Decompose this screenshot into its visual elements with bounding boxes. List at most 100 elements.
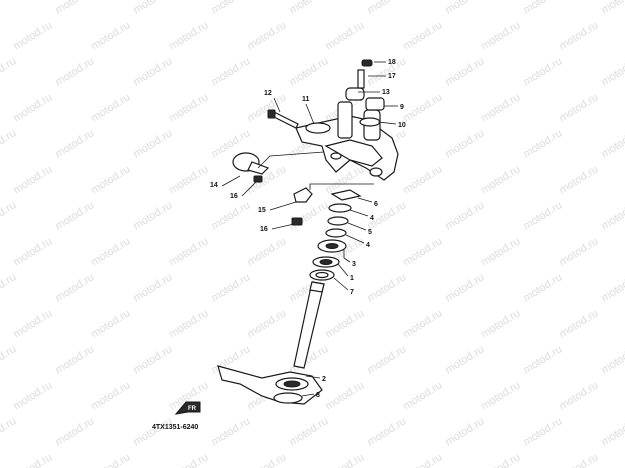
watermark-text: motod.ru (479, 91, 522, 124)
callout-17: 17 (388, 73, 396, 80)
watermark-text: motod.ru (131, 415, 174, 448)
watermark-text: motod.ru (245, 307, 288, 340)
watermark-text: motod.ru (479, 19, 522, 52)
watermark-text: motod.ru (557, 235, 600, 268)
watermark-text: motod.ru (443, 0, 486, 17)
watermark-text: motod.ru (11, 163, 54, 196)
watermark-text: motod.ru (53, 343, 96, 376)
watermark-text: motod.ru (443, 415, 486, 448)
watermark-text: motod.ru (89, 19, 132, 52)
watermark-text: motod.ru (599, 415, 625, 448)
watermark-text: motod.ru (209, 0, 252, 17)
watermark-text: motod.ru (323, 19, 366, 52)
watermark-text: motod.ru (287, 55, 330, 88)
watermark-text: motod.ru (521, 0, 564, 17)
watermark-text: motod.ru (287, 415, 330, 448)
watermark-text: motod.ru (401, 451, 444, 468)
watermark-text: motod.ru (11, 451, 54, 468)
watermark-text: motod.ru (443, 271, 486, 304)
callout-labels: 18 17 13 9 10 12 11 14 16 15 16 6 4 5 4 … (210, 59, 406, 399)
watermark-text: motod.ru (209, 199, 252, 232)
clip-15 (293, 187, 313, 203)
callout-1: 1 (350, 275, 354, 282)
callout-16-lower: 16 (260, 226, 268, 233)
watermark-text: motod.ru (11, 91, 54, 124)
fr-direction-mark: FR (174, 401, 201, 415)
watermark-text: motod.ru (131, 271, 174, 304)
watermark-text: motod.ru (521, 415, 564, 448)
watermark-text: motod.ru (443, 127, 486, 160)
watermark-text: motod.ru (89, 235, 132, 268)
upper-bracket (295, 101, 399, 181)
bearing-stack (309, 189, 362, 281)
watermark-text: motod.ru (53, 55, 96, 88)
callout-4-upper: 4 (370, 215, 374, 222)
callout-10: 10 (398, 122, 406, 129)
watermark-text: motod.ru (521, 199, 564, 232)
watermark-text: motod.ru (53, 0, 96, 17)
watermark-text: motod.ru (557, 19, 600, 52)
watermark-text: motod.ru (0, 199, 18, 232)
screw-16b (291, 217, 303, 226)
watermark-text: motod.ru (599, 55, 625, 88)
watermark-text: motod.ru (167, 451, 210, 468)
watermark-text: motod.ru (0, 343, 18, 376)
watermark-text: motod.ru (521, 127, 564, 160)
leader-lines (221, 61, 398, 397)
watermark-text: motod.ru (131, 127, 174, 160)
watermark-text: motod.ru (479, 163, 522, 196)
watermark-text: motod.ru (245, 235, 288, 268)
watermark-text: motod.ru (11, 19, 54, 52)
callout-9: 9 (400, 104, 404, 111)
callout-7: 7 (350, 289, 354, 296)
watermark-text: motod.ru (89, 91, 132, 124)
watermark-text: motod.ru (557, 163, 600, 196)
watermark-text: motod.ru (0, 415, 18, 448)
callout-5: 5 (368, 229, 372, 236)
callout-18: 18 (388, 59, 396, 66)
watermark-text: motod.ru (11, 307, 54, 340)
callout-14: 14 (210, 182, 218, 189)
watermark-text: motod.ru (443, 55, 486, 88)
callout-6: 6 (374, 201, 378, 208)
watermark-text: motod.ru (365, 415, 408, 448)
watermark-text: motod.ru (167, 91, 210, 124)
watermark-text: motod.ru (323, 307, 366, 340)
watermark-text: motod.ru (365, 343, 408, 376)
watermark-text: motod.ru (479, 307, 522, 340)
callout-8: 8 (316, 392, 320, 399)
callout-12: 12 (264, 90, 272, 97)
watermark-text: motod.ru (89, 163, 132, 196)
watermark-text: motod.ru (53, 271, 96, 304)
watermark-text: motod.ru (53, 415, 96, 448)
diagram-code: 4TX1351-6240 (152, 424, 198, 431)
watermark-text: motod.ru (521, 55, 564, 88)
watermark-text: motod.ru (0, 0, 18, 17)
bolt-12 (267, 109, 299, 129)
callout-15: 15 (258, 207, 266, 214)
watermark-text: motod.ru (365, 271, 408, 304)
callout-13: 13 (382, 89, 390, 96)
watermark-text: motod.ru (209, 415, 252, 448)
watermark-text: motod.ru (287, 199, 330, 232)
watermark-text: motod.ru (401, 163, 444, 196)
watermark-text: motod.ru (401, 235, 444, 268)
watermark-text: motod.ru (557, 379, 600, 412)
watermark-text: motod.ru (0, 55, 18, 88)
callout-2: 2 (322, 376, 326, 383)
watermark-text: motod.ru (245, 451, 288, 468)
watermark-text: motod.ru (0, 271, 18, 304)
watermark-text: motod.ru (167, 235, 210, 268)
watermark-text: motod.ru (11, 379, 54, 412)
watermark-text: motod.ru (131, 199, 174, 232)
watermark-text: motod.ru (599, 127, 625, 160)
watermark-text: motod.ru (521, 271, 564, 304)
watermark-text: motod.ru (167, 19, 210, 52)
watermark-text: motod.ru (209, 271, 252, 304)
watermark-text: motod.ru (89, 307, 132, 340)
watermark-text: motod.ru (401, 307, 444, 340)
watermark-text: motod.ru (599, 0, 625, 17)
watermark-text: motod.ru (401, 379, 444, 412)
